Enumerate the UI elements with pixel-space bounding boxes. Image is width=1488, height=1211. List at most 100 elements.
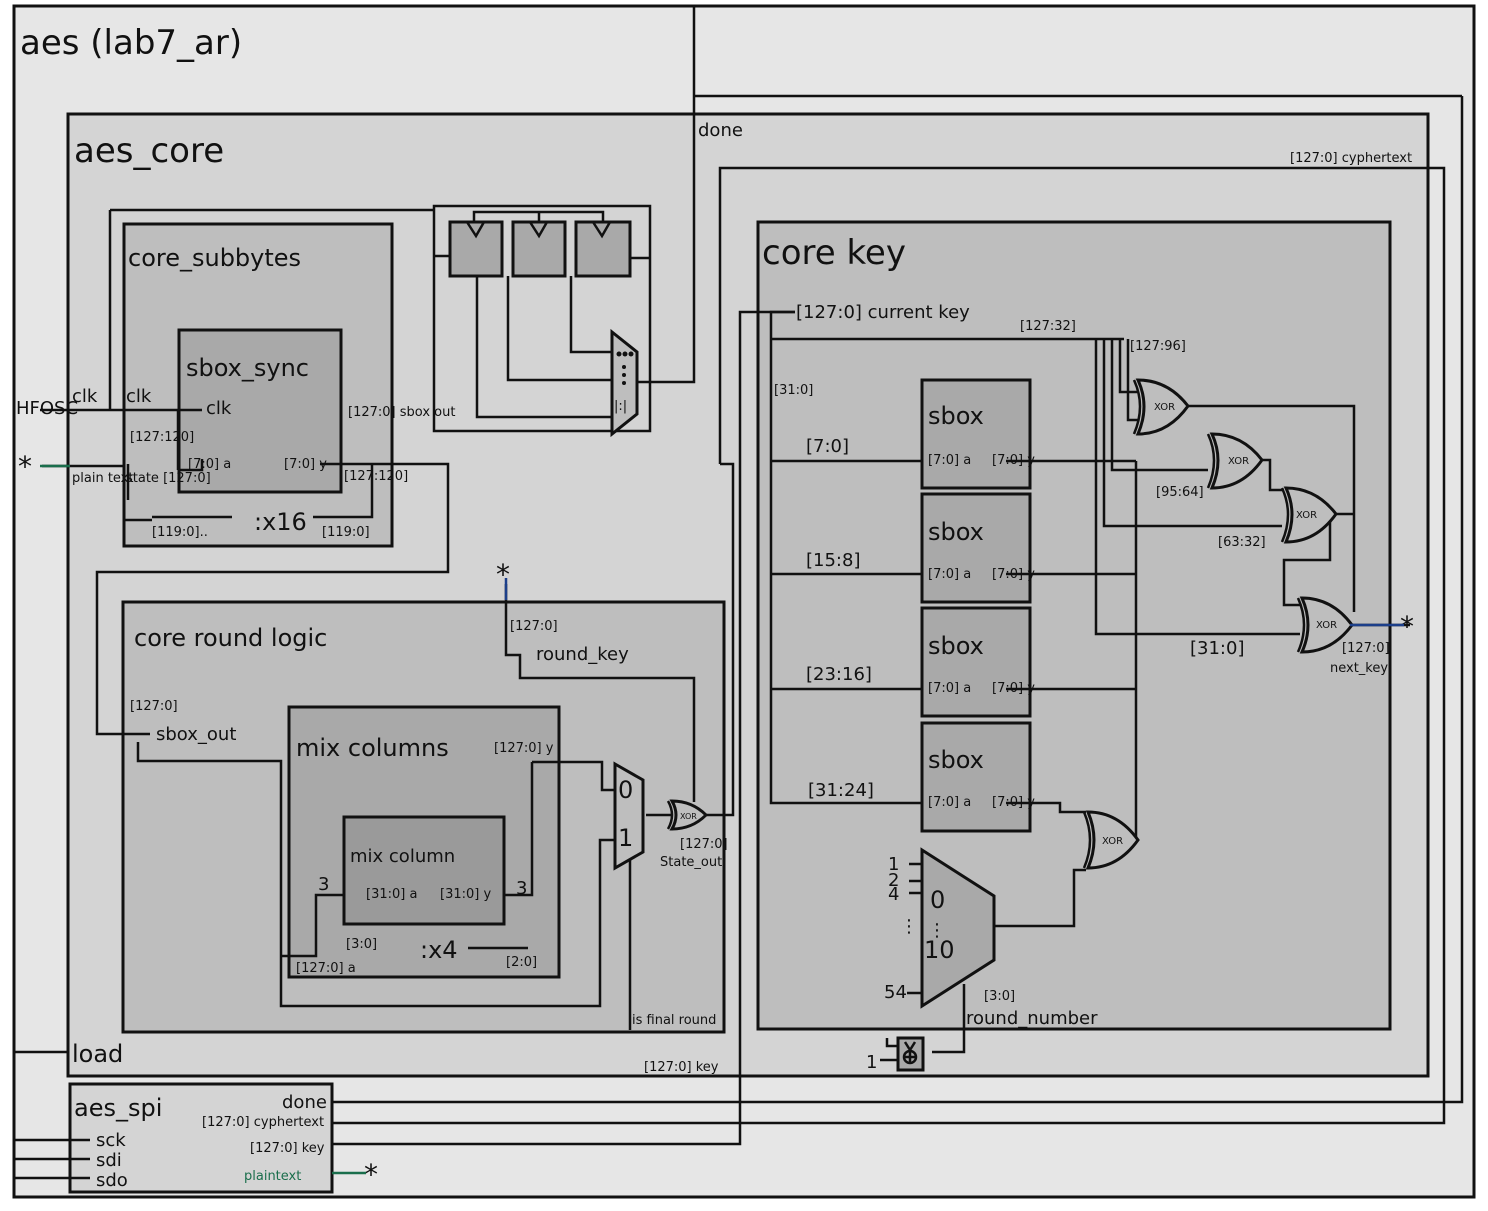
- state-bits-label: state [127:0]: [126, 471, 211, 486]
- cyphertext-label: [127:0] cyphertext: [1290, 151, 1412, 166]
- bits-127-120-label: [127:120]: [130, 430, 194, 445]
- round-number-bits-label: [3:0]: [984, 989, 1015, 1004]
- key-sbox-range: [23:16]: [806, 664, 872, 685]
- bits-127-32-label: [127:32]: [1020, 319, 1076, 334]
- done-pipeline: |:|: [432, 6, 696, 438]
- key-sbox-y: [7:0] y: [992, 795, 1035, 810]
- key-sbox-title: sbox: [928, 518, 984, 546]
- register-1: [511, 220, 567, 278]
- rcon-dots: ⋮: [928, 920, 946, 941]
- load-label: load: [72, 1040, 123, 1068]
- current-key-label: [127:0] current key: [796, 302, 970, 323]
- rcon-sel-bottom: 10: [924, 936, 955, 964]
- incr-in-label: 1: [866, 1052, 877, 1073]
- mix-column-n-out: 3: [516, 878, 527, 899]
- round-key-label: round_key: [536, 644, 629, 665]
- register-2: [574, 220, 632, 278]
- rcon-input-1: 1: [888, 854, 899, 875]
- spi-key-label: [127:0] key: [250, 1141, 325, 1156]
- sbox-out-bits-label: [127:0]: [130, 699, 178, 714]
- next-key-star-icon: *: [1400, 610, 1414, 643]
- spi-plaintext-label: plaintext: [244, 1169, 301, 1184]
- plaintext-star-icon: *: [18, 450, 32, 483]
- rcon-input-dots: ⋮: [900, 916, 918, 937]
- bits-63-32-label: [63:32]: [1218, 535, 1266, 550]
- core-key-title: core key: [762, 233, 906, 273]
- spi-sdo-label: sdo: [96, 1170, 128, 1191]
- state-xor-gate: [669, 799, 709, 831]
- next-key-bits-label: [127:0]: [1342, 641, 1390, 656]
- spi-done-label: done: [282, 1092, 327, 1113]
- key-sbox-0: sbox [7:0] [7:0] a [7:0] y: [806, 402, 1035, 468]
- rcon-input-54: 54: [884, 982, 907, 1003]
- round-key-bits-label: [127:0]: [510, 619, 558, 634]
- mux-0-label: 0: [618, 776, 633, 804]
- bits-95-64-label: [95:64]: [1156, 485, 1204, 500]
- rcon-sel-top: 0: [930, 886, 945, 914]
- sbox-out-label: [127:0] sbox out: [348, 405, 455, 420]
- key-sbox-range: [7:0]: [806, 436, 849, 457]
- bits-31-0-label: [31:0]: [774, 383, 813, 398]
- key-sbox-1: sbox [15:8] [7:0] a [7:0] y: [806, 518, 1035, 582]
- aes-spi-block: [68, 1082, 334, 1194]
- sbox-sync-clk: clk: [206, 398, 232, 419]
- aes-core-title: aes_core: [74, 131, 224, 171]
- key-xor-2-label: XOR: [1296, 510, 1317, 521]
- is-final-round-label: is final round: [632, 1013, 716, 1028]
- mix-column-a: [31:0] a: [366, 887, 417, 902]
- spi-plaintext-star-icon: *: [364, 1158, 378, 1191]
- subbytes-out-bits-label: [127:120]: [344, 469, 408, 484]
- mix-columns-title: mix columns: [296, 734, 449, 762]
- key-sbox-1-block: [920, 492, 1032, 604]
- aes-spi-title: aes_spi: [74, 1094, 162, 1122]
- mix-column-title: mix column: [350, 846, 455, 867]
- rcon-mux: [920, 847, 996, 1009]
- top-wires: [14, 94, 1464, 1180]
- key-sbox-a: [7:0] a: [928, 795, 971, 810]
- key-sbox-title: sbox: [928, 632, 984, 660]
- rcon-xor: [1085, 810, 1140, 870]
- mix-column-block: [342, 815, 506, 926]
- spi-cyphertext-label: [127:0] cyphertext: [202, 1115, 324, 1130]
- key-sbox-2: sbox [23:16] [7:0] a [7:0] y: [806, 632, 1035, 696]
- key-xor-2: [1283, 486, 1338, 544]
- svg-text:|:|: |:|: [614, 399, 627, 414]
- round-incrementer: [896, 1036, 925, 1072]
- key-wires: [769, 310, 1410, 1062]
- mix-repeat-label: :x4: [420, 936, 458, 964]
- key-sbox-a: [7:0] a: [928, 453, 971, 468]
- key-sbox-a: [7:0] a: [928, 681, 971, 696]
- key-sbox-3: sbox [31:24] [7:0] a [7:0] y: [808, 746, 1035, 810]
- rcon-xor-label: XOR: [1102, 836, 1123, 847]
- low-out-label: [119:0]: [322, 525, 370, 540]
- key-sbox-range: [31:24]: [808, 780, 874, 801]
- key-sbox-3-block: [920, 721, 1032, 833]
- aes-title: aes (lab7_ar): [20, 23, 242, 63]
- rcon-input-4: 4: [888, 884, 899, 905]
- mix-bits-3-0: [3:0]: [346, 937, 377, 952]
- core-subbytes-title: core_subbytes: [128, 244, 301, 272]
- key-sbox-range: [15:8]: [806, 550, 860, 571]
- round-logic-title: core round logic: [134, 624, 327, 652]
- key-xor-3: [1299, 596, 1354, 654]
- core-key-input-label: [127:0] key: [644, 1060, 719, 1075]
- sbox-sync-title: sbox_sync: [186, 354, 309, 382]
- pipeline-frame: [432, 204, 652, 433]
- key-xor-1-label: XOR: [1228, 456, 1249, 467]
- spi-sdi-label: sdi: [96, 1150, 122, 1171]
- core-clk-label: clk: [72, 386, 98, 407]
- done-label: done: [698, 120, 743, 141]
- sbox-sync-a: [7:0] a: [188, 457, 231, 472]
- mix-column-y: [31:0] y: [440, 887, 491, 902]
- state-out-bits-label: [127:0]: [680, 837, 728, 852]
- register-0: [448, 220, 504, 278]
- sbox-sync-block: [177, 328, 343, 494]
- key-sbox-y: [7:0] y: [992, 453, 1035, 468]
- bits-31-0-b-label: [31:0]: [1190, 638, 1244, 659]
- round-number-label: round_number: [966, 1008, 1098, 1029]
- key-xor-3-label: XOR: [1316, 620, 1337, 631]
- key-sbox-2-block: [920, 606, 1032, 718]
- subbytes-repeat-label: :x16: [254, 508, 307, 536]
- low-in-label: [119:0]..: [152, 525, 208, 540]
